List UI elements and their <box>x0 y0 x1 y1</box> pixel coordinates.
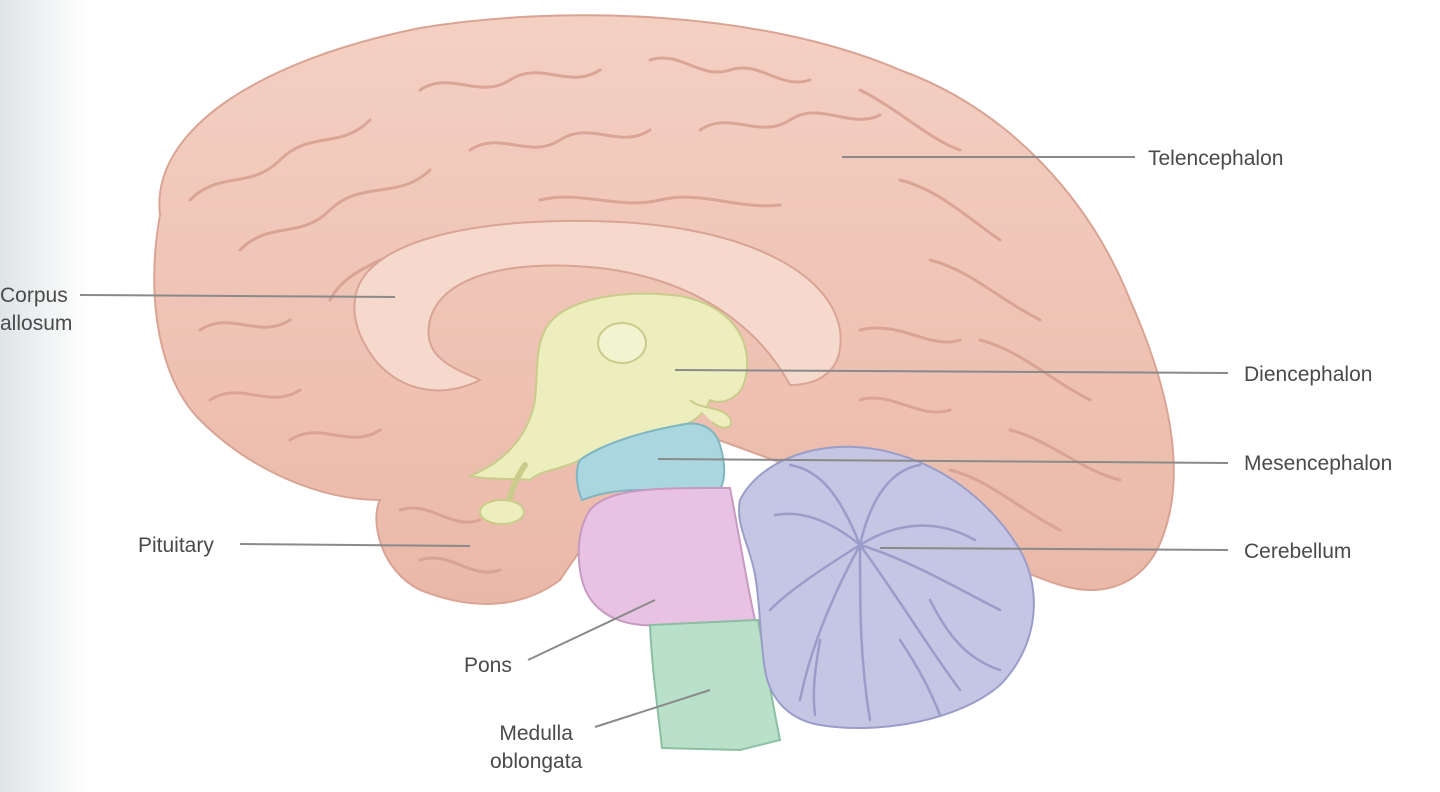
leader-cerebellum <box>879 547 1229 551</box>
corpus-callosum-region <box>353 219 842 392</box>
mesencephalon-region <box>575 422 726 502</box>
leader-lines <box>79 156 1229 728</box>
medulla-oblongata-region <box>648 618 782 752</box>
cortex-sulci <box>188 56 1122 574</box>
label-pituitary: Pituitary <box>138 534 214 557</box>
label-corpus-callosum: Corpus allosum <box>0 284 73 335</box>
leader-pons <box>527 599 656 661</box>
leader-corpus-callosum <box>79 294 396 298</box>
label-mesencephalon: Mesencephalon <box>1244 452 1393 475</box>
pineal-outline <box>689 399 732 429</box>
label-pons: Pons <box>464 654 512 677</box>
cerebellum-folia <box>768 463 1002 722</box>
label-medulla-oblongata: Medulla oblongata <box>490 722 583 773</box>
leader-mesencephalon <box>657 458 1229 464</box>
pons-region <box>577 487 757 627</box>
label-cerebellum: Cerebellum <box>1244 540 1352 563</box>
page-edge-shadow <box>0 0 90 792</box>
pituitary-gland <box>479 499 525 525</box>
leader-medulla <box>594 689 711 728</box>
leader-diencephalon <box>674 369 1229 374</box>
label-telencephalon: Telencephalon <box>1148 147 1284 170</box>
label-diencephalon: Diencephalon <box>1244 363 1373 386</box>
leader-pituitary <box>239 543 471 547</box>
thalamus-adhesion <box>597 322 647 364</box>
